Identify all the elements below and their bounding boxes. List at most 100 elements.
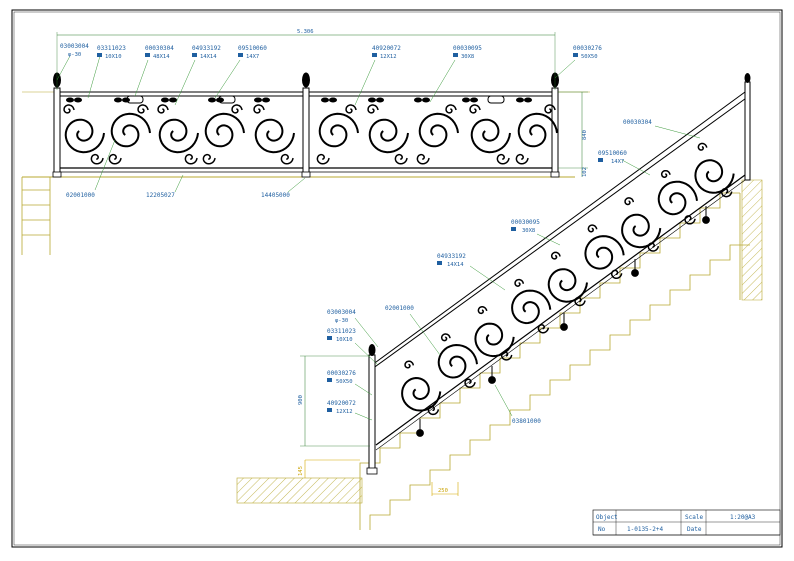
rosette <box>161 97 169 103</box>
inner-border <box>13 11 781 546</box>
callout-code: 02001000 <box>385 305 414 312</box>
callout-code: 09510060 <box>598 150 627 157</box>
no-label: No <box>598 526 606 533</box>
base-height-text: 102 <box>582 167 588 177</box>
callout-code: 00030276 <box>573 45 602 52</box>
scroll <box>584 235 625 270</box>
height-dimension: 840 102 <box>558 91 588 177</box>
scroll <box>427 405 440 416</box>
scroll <box>394 153 408 165</box>
scroll <box>517 112 558 148</box>
scroll <box>254 118 295 154</box>
callout-size: 10X10 <box>336 337 353 343</box>
scroll <box>202 153 216 165</box>
scroll <box>110 112 151 148</box>
scroll <box>684 215 696 225</box>
tread-text: 250 <box>438 488 448 494</box>
callout-code: 40920072 <box>327 400 356 407</box>
rosette <box>462 97 470 103</box>
stair-height-dimension: 900 <box>298 355 370 447</box>
rosette <box>114 97 122 103</box>
scroll <box>368 118 409 154</box>
callout-size: φ-30 <box>335 318 348 324</box>
scroll <box>496 153 510 165</box>
ball-foot <box>416 429 424 437</box>
scroll <box>445 104 457 114</box>
scroll <box>720 187 733 198</box>
post <box>302 87 310 174</box>
height-text: 840 <box>582 130 588 140</box>
scroll <box>231 104 243 114</box>
rosette <box>422 97 430 103</box>
scroll <box>514 278 525 287</box>
scroll <box>345 104 357 114</box>
scroll <box>204 112 245 148</box>
callout-size: 14X14 <box>200 54 217 60</box>
scroll <box>137 104 149 114</box>
scroll <box>469 104 481 114</box>
oval-ornament <box>487 95 505 104</box>
date-label: Date <box>687 526 702 533</box>
scroll <box>511 289 552 325</box>
callout-code: 40920072 <box>372 45 401 52</box>
rosette <box>254 97 262 103</box>
scroll <box>474 322 515 358</box>
rosette <box>524 97 532 103</box>
scroll <box>416 153 430 165</box>
riser-text: 145 <box>298 466 304 476</box>
scroll <box>184 153 198 165</box>
scroll <box>90 153 104 165</box>
oval-ornament <box>218 95 236 104</box>
scroll <box>464 378 476 388</box>
callout-code: 04933192 <box>437 253 466 260</box>
callout-size: 50X50 <box>581 54 598 60</box>
scroll <box>500 351 513 361</box>
callout-size: 10X10 <box>105 54 122 60</box>
scroll <box>624 197 635 206</box>
scroll <box>401 376 442 412</box>
ball-foot <box>702 216 710 224</box>
scroll <box>547 268 588 303</box>
callout-code: 12205027 <box>146 192 175 199</box>
rosette <box>414 97 422 103</box>
rosette <box>208 97 216 103</box>
rosette <box>368 97 376 103</box>
outer-border <box>11 9 783 548</box>
stair-callout-labels: 00030304 09510060 14X7 00030095 30X8 049… <box>327 119 652 425</box>
callout-size: φ-30 <box>68 52 81 58</box>
tread-dimension: 250 145 <box>298 459 459 496</box>
scroll <box>477 306 488 315</box>
rosette <box>169 97 177 103</box>
scroll <box>108 153 122 165</box>
scroll <box>64 118 105 154</box>
callout-size: 12X12 <box>380 54 397 60</box>
scroll <box>158 118 199 154</box>
callout-code: 00030095 <box>453 45 482 52</box>
rosette <box>376 97 384 103</box>
callout-size: 30X8 <box>522 228 535 234</box>
stair-height-text: 900 <box>298 395 304 405</box>
scroll <box>660 169 671 178</box>
rosette <box>66 97 74 103</box>
ball-foot <box>488 376 496 384</box>
scroll <box>544 104 556 114</box>
scroll <box>470 118 511 154</box>
scroll <box>697 142 708 151</box>
scroll <box>657 180 698 216</box>
ball-foot <box>560 323 568 331</box>
post-base <box>550 171 560 178</box>
callout-size: 14X7 <box>611 159 624 165</box>
callout-code: 00030304 <box>623 119 652 126</box>
callout-size: 12X12 <box>336 409 353 415</box>
scroll <box>418 112 459 148</box>
stair-callouts <box>354 125 701 421</box>
scroll <box>63 104 75 114</box>
scroll <box>253 104 265 114</box>
scroll <box>440 333 451 342</box>
callout-size: 50X50 <box>336 379 353 385</box>
callout-code: 02001000 <box>66 192 95 199</box>
scroll <box>550 251 561 260</box>
scroll <box>610 269 623 280</box>
callout-code: 03311023 <box>327 328 356 335</box>
